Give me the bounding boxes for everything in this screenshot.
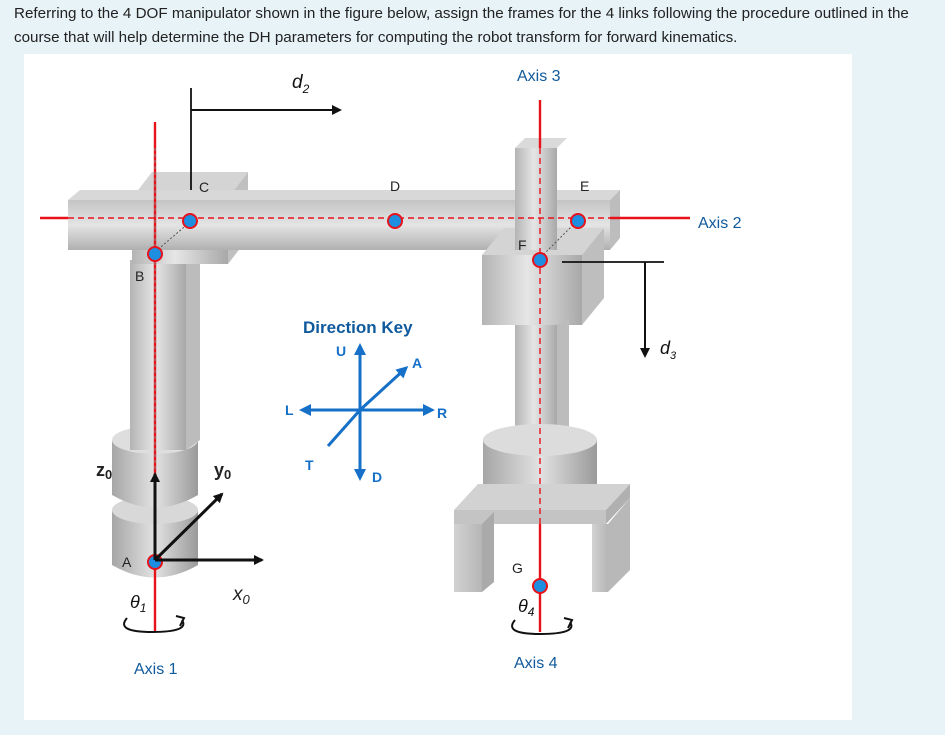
joint-e-marker [570,213,586,229]
column-left [130,246,200,450]
question-text: Referring to the 4 DOF manipulator shown… [14,5,909,46]
joint-f-marker [532,252,548,268]
axis-1-label: Axis 1 [134,661,178,678]
joint-a-label: A [122,554,132,570]
joint-d-label: D [390,178,400,194]
joint-c-label: C [199,179,209,195]
d2-label: d2 [292,72,310,96]
y0-label: y0 [214,460,231,482]
key-l-label: L [285,402,294,418]
axis-3-label: Axis 3 [517,68,561,85]
vertical-shaft-right [515,138,569,435]
theta4-rotation-arrow [511,617,574,636]
theta4-label: θ4 [518,596,535,619]
joint-d-marker [387,213,403,229]
direction-key-title: Direction Key [303,318,413,337]
axis-4-label: Axis 4 [514,655,558,672]
key-u-label: U [336,343,346,359]
key-d-label: D [372,469,382,485]
d2-arrow [190,88,342,190]
gripper [454,484,630,592]
key-r-label: R [437,405,447,421]
joint-b-marker [147,246,163,262]
joint-g-marker [532,578,548,594]
d3-arrow [562,261,664,358]
x0-label: x0 [232,584,251,607]
joint-link-ef [539,221,577,259]
joint-f-label: F [518,237,527,253]
joint-g-label: G [512,560,523,576]
manipulator-figure: A B C D E F G Axis 1 Axis 2 Axis 3 Axis … [24,54,852,720]
d3-label: d3 [660,338,677,362]
theta1-rotation-arrow [123,615,186,634]
manipulator-diagram: A B C D E F G Axis 1 Axis 2 Axis 3 Axis … [40,68,742,678]
joint-c-marker [182,213,198,229]
key-a-label: A [412,355,422,371]
joint-b-label: B [135,268,144,284]
key-t-label: T [305,457,314,473]
z0-label: z0 [96,460,112,482]
axis-2-label: Axis 2 [698,215,742,232]
theta1-label: θ1 [130,592,146,615]
frame-0-axes [150,472,264,565]
direction-key-arrows [299,343,435,481]
joint-e-label: E [580,178,589,194]
